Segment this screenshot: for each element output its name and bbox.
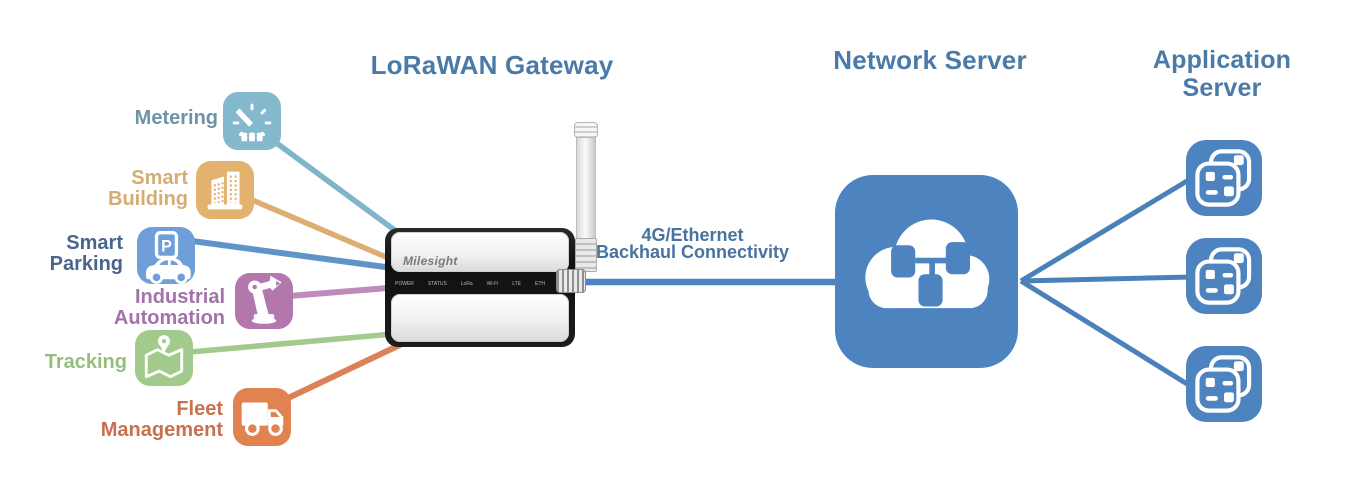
tracking-label-line1: Tracking	[44, 351, 127, 373]
smart-building-label: Smart Building	[58, 168, 188, 210]
map-pin-icon	[144, 335, 184, 379]
smart-parking-label: Smart Parking	[3, 233, 123, 275]
svg-text:P: P	[161, 238, 172, 256]
smart-building-label-line1: Smart	[131, 167, 188, 189]
backhaul-label: 4G/Ethernet Backhaul Connectivity	[575, 225, 810, 262]
tracking-tile	[135, 330, 193, 386]
cloud-network-icon	[865, 219, 990, 309]
gateway-led-band: POWER STATUS LoRa Wi-Fi LTE ETH	[395, 276, 545, 291]
led-label-power: POWER	[395, 280, 414, 287]
metering-label: Metering	[98, 108, 218, 129]
industrial-automation-label: Industrial Automation	[75, 287, 225, 329]
parking-icon: P	[146, 231, 191, 284]
application-server-node-1	[1186, 140, 1262, 216]
smart-parking-label-line1: Smart	[66, 232, 123, 254]
industrial-automation-tile	[235, 273, 293, 329]
apps-icon	[1195, 149, 1252, 207]
led-label-status: STATUS	[427, 280, 447, 287]
fleet-management-line	[282, 339, 408, 403]
network-server-node	[835, 175, 1018, 368]
led-label-wifi: Wi-Fi	[486, 280, 499, 287]
fleet-management-label-line2: Management	[100, 419, 223, 441]
led-label-eth: ETH	[535, 280, 545, 287]
fleet-management-tile	[233, 388, 291, 446]
gateway-top-panel: Milesight	[391, 232, 569, 272]
metering-label-line1: Metering	[134, 107, 218, 129]
network-server-title: Network Server	[833, 45, 1027, 75]
gauge-icon	[232, 103, 272, 142]
industrial-automation-line	[288, 284, 401, 299]
industrial-automation-label-line2: Automation	[113, 307, 225, 329]
application-server-node-2	[1186, 238, 1262, 314]
smart-parking-label-line2: Parking	[49, 253, 123, 275]
smart-building-line	[248, 196, 402, 266]
led-label-lte: LTE	[512, 280, 522, 287]
antenna-connector	[556, 269, 586, 293]
smart-building-tile	[196, 161, 254, 219]
app-server-link-2	[1020, 274, 1193, 284]
smart-parking-tile: P	[137, 227, 195, 284]
antenna-collar	[575, 238, 597, 272]
backhaul-label-line1: 4G/Ethernet	[641, 225, 744, 245]
robot-arm-icon	[248, 275, 282, 324]
truck-icon	[241, 402, 284, 436]
smart-building-label-line2: Building	[108, 188, 188, 210]
gateway-title: LoRaWAN Gateway	[370, 50, 614, 80]
backhaul-label-line2: Backhaul Connectivity	[595, 242, 790, 262]
application-server-title: Application Server	[1152, 46, 1292, 102]
fleet-management-label-line1: Fleet	[176, 398, 223, 420]
antenna-cap	[574, 122, 598, 138]
gateway-bottom-panel	[391, 294, 569, 342]
lorawan-gateway-device: Milesight POWER STATUS LoRa Wi-Fi LTE ET…	[385, 228, 575, 347]
apps-icon	[1195, 247, 1252, 305]
tracking-label: Tracking	[27, 352, 127, 373]
metering-tile	[223, 92, 281, 150]
building-icon	[207, 171, 243, 210]
app-server-link-3	[1019, 278, 1194, 390]
led-label-lora: LoRa	[460, 280, 473, 287]
apps-icon	[1195, 355, 1252, 413]
fleet-management-label: Fleet Management	[73, 399, 223, 441]
app-server-link-1	[1019, 175, 1194, 284]
application-server-node-3	[1186, 346, 1262, 422]
milesight-logo: Milesight	[403, 254, 458, 268]
tracking-line	[189, 330, 405, 355]
industrial-automation-label-line1: Industrial	[134, 286, 225, 308]
smart-parking-line	[191, 238, 401, 272]
metering-line	[269, 136, 410, 243]
